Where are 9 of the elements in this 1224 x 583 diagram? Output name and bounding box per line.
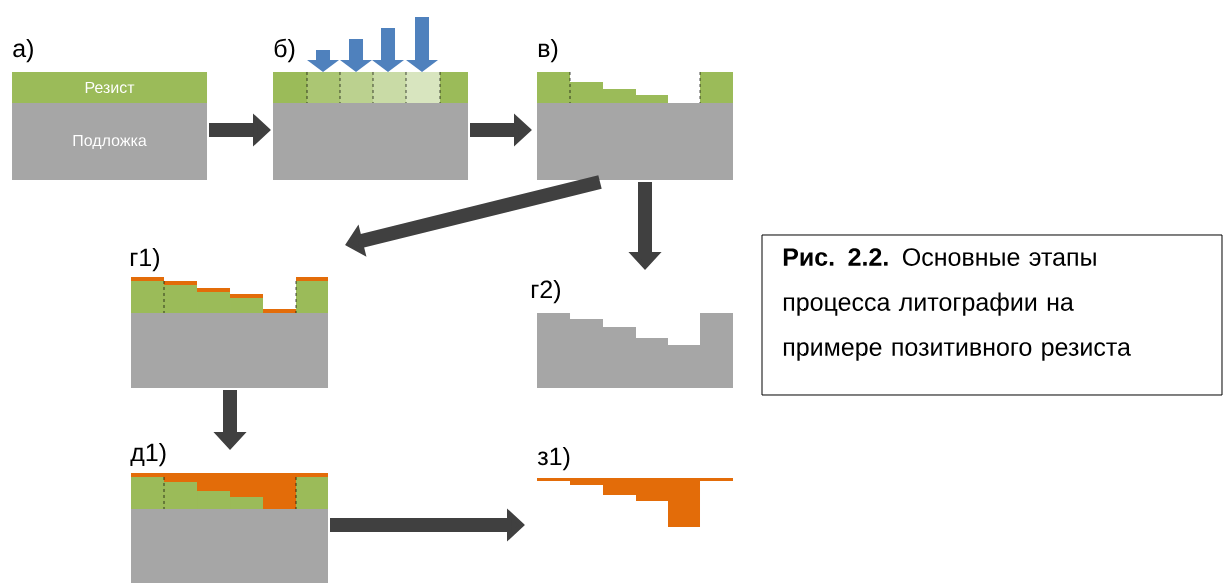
stage-label: а) (13, 38, 33, 63)
stage-label: д1) (130, 442, 166, 467)
stage-label: г1) (130, 247, 159, 272)
stage-label: в) (538, 38, 558, 63)
layer-label: Резист (85, 81, 135, 94)
stage-label: б) (274, 38, 295, 63)
stage-label: з1) (537, 446, 570, 471)
caption-box: Рис. 2.2. Основные этапы процесса литографии на примере позитивного резиста (761, 234, 1223, 396)
stage-label: г2) (531, 279, 560, 304)
